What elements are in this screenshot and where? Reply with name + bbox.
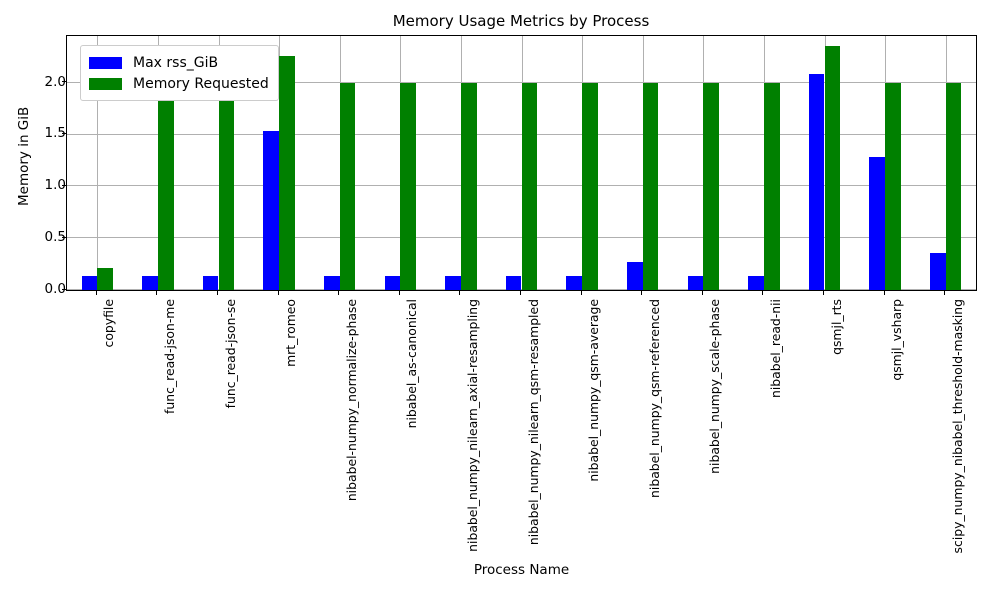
x-axis-tick-mark bbox=[701, 291, 703, 295]
x-axis-tick-label: nibabel-numpy_normalize-phase bbox=[343, 299, 359, 502]
bar bbox=[323, 275, 340, 290]
bar bbox=[81, 275, 98, 290]
bar bbox=[218, 82, 235, 290]
x-axis-tick-mark bbox=[823, 291, 825, 295]
bar bbox=[505, 275, 522, 290]
legend-swatch-icon bbox=[89, 56, 122, 69]
bar bbox=[521, 82, 538, 290]
x-axis-tick-label: nibabel_read-nii bbox=[767, 299, 783, 398]
bar bbox=[703, 82, 720, 290]
x-axis-tick-label: copyfile bbox=[101, 299, 117, 348]
x-axis-tick-mark bbox=[277, 291, 279, 295]
bar bbox=[885, 82, 901, 290]
plot-axes: Max rss_GiB Memory Requested bbox=[66, 35, 977, 291]
bar bbox=[869, 157, 886, 290]
y-axis-label: Memory in GiB bbox=[16, 106, 32, 206]
bar bbox=[626, 262, 643, 290]
x-axis-tick-mark bbox=[641, 291, 643, 295]
bar bbox=[566, 275, 583, 290]
bar bbox=[157, 82, 174, 290]
bar bbox=[279, 55, 295, 290]
x-axis-tick-mark bbox=[580, 291, 582, 295]
x-axis-tick-mark bbox=[762, 291, 764, 295]
x-axis-tick-mark bbox=[217, 291, 219, 295]
x-axis: copyfile func_read-json-me func_read-json-… bbox=[66, 291, 977, 554]
y-axis-tick-mark bbox=[62, 184, 66, 186]
x-axis-tick-mark bbox=[883, 291, 885, 295]
x-axis-tick-mark bbox=[944, 291, 946, 295]
y-axis-tick-label: 0.5 bbox=[44, 229, 66, 246]
y-axis-tick-label: 0.0 bbox=[44, 281, 66, 297]
x-axis-tick-mark bbox=[338, 291, 340, 295]
bar bbox=[642, 82, 659, 290]
bar bbox=[687, 275, 704, 290]
bar bbox=[400, 82, 417, 290]
x-axis-tick-label: nibabel_numpy_qsm-referenced bbox=[646, 299, 662, 498]
legend-item: Memory Requested bbox=[89, 73, 269, 94]
x-axis-tick-label: scipy_numpy_nibabel_threshold-masking bbox=[949, 299, 965, 554]
legend-label: Memory Requested bbox=[133, 75, 269, 92]
y-axis-tick-mark bbox=[62, 132, 66, 135]
y-axis-tick-mark bbox=[62, 288, 66, 290]
bar bbox=[339, 82, 356, 290]
plot-area bbox=[67, 36, 976, 290]
y-axis-tick-label: 1.0 bbox=[44, 177, 66, 194]
x-axis-tick-label: mrt_romeo bbox=[283, 299, 299, 367]
x-axis-tick-label: qsmjl_rts bbox=[828, 299, 844, 355]
bar bbox=[824, 46, 841, 290]
bar bbox=[929, 252, 946, 290]
x-axis-tick-mark bbox=[459, 291, 461, 295]
x-axis-tick-label: nibabel_numpy_qsm-average bbox=[586, 299, 602, 482]
legend-label: Max rss_GiB bbox=[133, 54, 219, 71]
bar bbox=[945, 82, 962, 290]
x-axis-tick-label: nibabel_numpy_scale-phase bbox=[707, 299, 723, 474]
chart-legend: Max rss_GiB Memory Requested bbox=[80, 45, 279, 101]
bar bbox=[202, 275, 219, 290]
x-axis-tick-label: nibabel_numpy_nilearn_qsm-resampled bbox=[525, 299, 541, 546]
x-axis-tick-label: func_read-json-me bbox=[161, 299, 177, 414]
bar bbox=[748, 275, 764, 290]
bar bbox=[460, 82, 477, 290]
legend-swatch-icon bbox=[89, 77, 122, 90]
bar bbox=[582, 82, 598, 290]
bar bbox=[142, 275, 158, 290]
x-axis-tick-label: func_read-json-se bbox=[222, 299, 238, 409]
chart-title: Memory Usage Metrics by Process bbox=[392, 12, 650, 30]
legend-item: Max rss_GiB bbox=[89, 52, 269, 73]
grid-line-horizontal bbox=[67, 81, 976, 83]
bar bbox=[384, 275, 401, 290]
y-axis-tick-mark bbox=[62, 236, 66, 238]
bar bbox=[263, 131, 280, 290]
x-axis-tick-label: qsmjl_vsharp bbox=[889, 299, 905, 381]
bar bbox=[445, 275, 461, 290]
bar bbox=[97, 268, 114, 290]
bar bbox=[808, 74, 825, 290]
y-axis-tick-label: 2.0 bbox=[44, 73, 66, 90]
bar bbox=[763, 82, 780, 290]
x-axis-label: Process Name bbox=[473, 562, 570, 578]
x-axis-tick-mark bbox=[398, 291, 400, 295]
x-axis-tick-mark bbox=[95, 291, 97, 295]
x-axis-tick-label: nibabel_as-canonical bbox=[404, 299, 420, 429]
x-axis-tick-mark bbox=[520, 291, 522, 295]
x-axis-tick-mark bbox=[156, 291, 158, 295]
y-axis-tick-mark bbox=[62, 81, 66, 83]
x-axis-tick-label: nibabel_numpy_nilearn_axial-resampling bbox=[464, 299, 480, 552]
grid-line-vertical bbox=[97, 36, 99, 290]
y-axis-tick-label: 1.5 bbox=[44, 125, 66, 142]
